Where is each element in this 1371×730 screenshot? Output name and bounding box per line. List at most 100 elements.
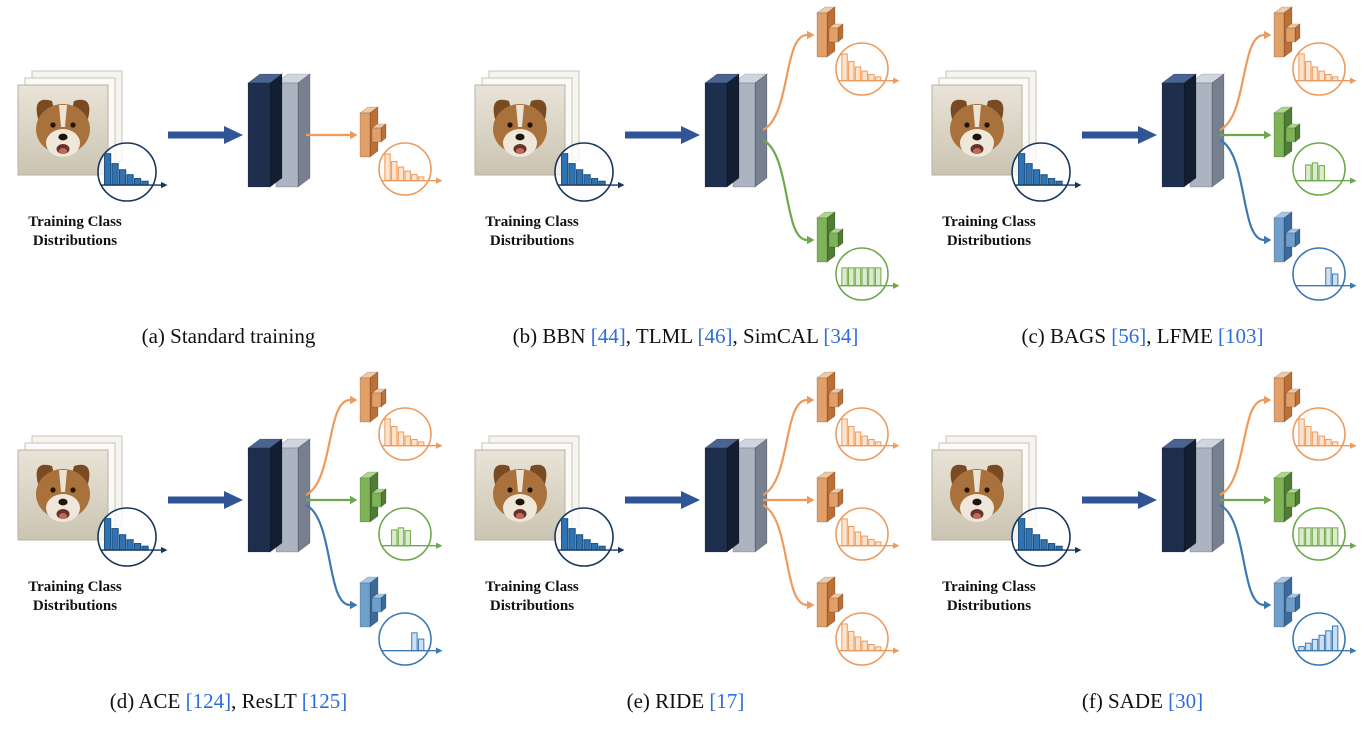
input-class-distribution bbox=[554, 507, 625, 567]
caption-text: , TLML bbox=[625, 323, 698, 348]
classifier-head bbox=[816, 211, 844, 263]
caption-d: (d) ACE [124], ResLT [125] bbox=[110, 677, 347, 725]
branch-arrow bbox=[762, 139, 808, 242]
branch-arrow bbox=[305, 504, 351, 607]
dog-photo bbox=[17, 84, 109, 176]
branch-arrowhead bbox=[807, 395, 815, 405]
training-label-line2: Distributions bbox=[490, 598, 574, 614]
output-class-distribution bbox=[1292, 247, 1357, 301]
caption-a: (a) Standard training bbox=[142, 312, 316, 360]
citation-link[interactable]: [56] bbox=[1111, 323, 1147, 348]
input-arrow bbox=[168, 491, 243, 509]
classifier-head bbox=[1273, 371, 1301, 423]
training-label-line1: Training Class bbox=[942, 579, 1036, 595]
classifier-head bbox=[1273, 6, 1301, 58]
backbone-network bbox=[704, 438, 768, 553]
input-arrow bbox=[1082, 491, 1157, 509]
input-class-distribution bbox=[1011, 507, 1082, 567]
training-label-line2: Distributions bbox=[490, 233, 574, 249]
branch-green-mid bbox=[1220, 106, 1357, 196]
output-class-distribution bbox=[378, 612, 443, 666]
citation-link[interactable]: [17] bbox=[709, 688, 745, 713]
branch-arrow bbox=[305, 398, 351, 496]
branch-arrowhead bbox=[1264, 235, 1272, 245]
branch-arrowhead bbox=[1264, 30, 1272, 40]
input-class-distribution bbox=[97, 507, 168, 567]
output-class-distribution bbox=[835, 42, 900, 96]
branch-blue-bottom bbox=[1219, 504, 1357, 666]
branch-arrow bbox=[1219, 398, 1265, 496]
branch-arrow bbox=[1219, 504, 1265, 607]
classifier-head bbox=[359, 471, 387, 523]
input-class-distribution bbox=[554, 142, 625, 202]
branch-arrowhead bbox=[350, 395, 358, 405]
branch-arrowhead bbox=[807, 495, 815, 505]
input-arrow bbox=[625, 491, 700, 509]
input-class-distribution bbox=[1011, 142, 1082, 202]
branch-orange-top bbox=[1219, 6, 1357, 131]
citation-link[interactable]: [30] bbox=[1168, 688, 1204, 713]
input-image-stack bbox=[931, 70, 1037, 176]
caption-text: (d) ACE bbox=[109, 688, 186, 713]
input-image-stack bbox=[474, 435, 580, 541]
backbone-network bbox=[1161, 438, 1225, 553]
caption-text: (b) BBN bbox=[512, 323, 591, 348]
caption-text: , ResLT bbox=[231, 688, 302, 713]
backbone-network bbox=[1161, 73, 1225, 188]
citation-link[interactable]: [103] bbox=[1218, 323, 1264, 348]
training-label-line2: Distributions bbox=[33, 598, 117, 614]
caption-f: (f) SADE [30] bbox=[1082, 677, 1203, 725]
caption-b: (b) BBN [44], TLML [46], SimCAL [34] bbox=[513, 312, 859, 360]
branch-arrow bbox=[762, 33, 808, 131]
input-image-stack bbox=[931, 435, 1037, 541]
dog-photo bbox=[931, 449, 1023, 541]
branch-arrowhead bbox=[1264, 395, 1272, 405]
branch-orange-bottom bbox=[762, 504, 900, 666]
classifier-head bbox=[816, 576, 844, 628]
dog-photo bbox=[474, 449, 566, 541]
classifier-head bbox=[359, 576, 387, 628]
branch-arrowhead bbox=[807, 600, 815, 610]
branch-green-mid bbox=[306, 471, 443, 561]
dog-photo bbox=[17, 449, 109, 541]
classifier-head bbox=[1273, 211, 1301, 263]
caption-text: , SimCAL bbox=[732, 323, 824, 348]
caption-c: (c) BAGS [56], LFME [103] bbox=[1021, 312, 1263, 360]
citation-link[interactable]: [44] bbox=[590, 323, 626, 348]
classifier-head bbox=[359, 106, 387, 158]
output-class-distribution bbox=[835, 247, 900, 301]
caption-text: (f) SADE bbox=[1081, 688, 1169, 713]
classifier-head bbox=[1273, 106, 1301, 158]
input-class-distribution bbox=[97, 142, 168, 202]
output-class-distribution bbox=[1292, 612, 1357, 666]
branch-arrowhead bbox=[807, 235, 815, 245]
citation-link[interactable]: [124] bbox=[185, 688, 232, 713]
citation-link[interactable]: [46] bbox=[697, 323, 733, 348]
input-arrow bbox=[625, 126, 700, 144]
branch-arrowhead bbox=[350, 130, 358, 140]
output-class-distribution bbox=[378, 507, 443, 561]
branch-arrowhead bbox=[350, 495, 358, 505]
input-arrow bbox=[1082, 126, 1157, 144]
citation-link[interactable]: [125] bbox=[301, 688, 348, 713]
branch-arrowhead bbox=[1264, 600, 1272, 610]
citation-link[interactable]: [34] bbox=[823, 323, 859, 348]
branch-orange-top bbox=[762, 6, 900, 131]
branch-arrow bbox=[1219, 139, 1265, 242]
branch-arrowhead bbox=[807, 30, 815, 40]
training-label-line1: Training Class bbox=[942, 214, 1036, 230]
backbone-network bbox=[704, 73, 768, 188]
input-image-stack bbox=[17, 435, 123, 541]
branch-arrowhead bbox=[1264, 130, 1272, 140]
output-class-distribution bbox=[1292, 42, 1357, 96]
branch-orange-mid bbox=[763, 471, 900, 561]
caption-text: (e) RIDE bbox=[626, 688, 710, 713]
